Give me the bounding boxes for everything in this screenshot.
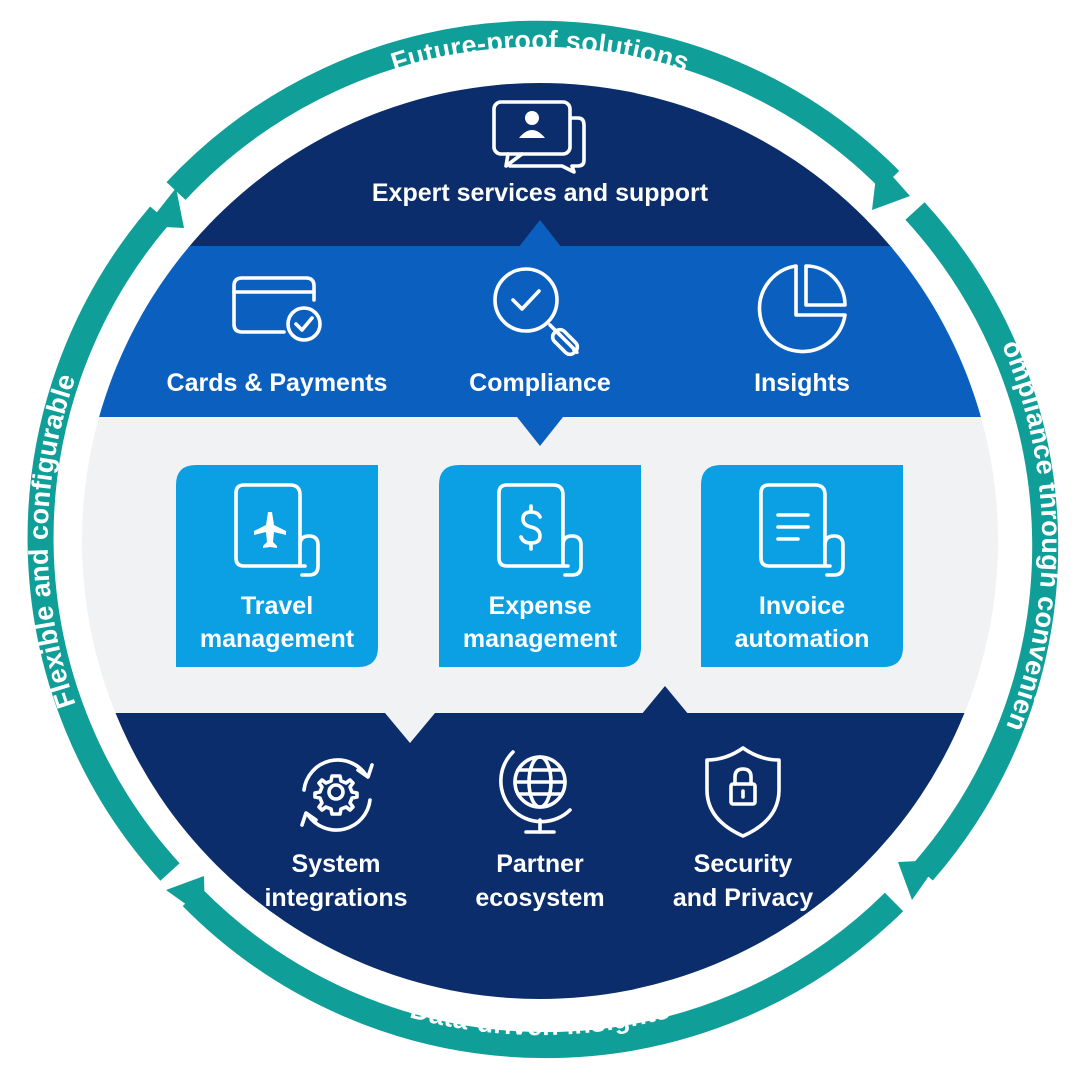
compliance-label: Compliance — [469, 369, 611, 397]
expert-services-section: Expert services and support — [372, 100, 709, 207]
invoice-label-line2: automation — [735, 625, 870, 653]
shield-lock-icon — [705, 746, 781, 838]
invoice-label-line1: Invoice — [759, 592, 845, 620]
travel-label-line1: Travel — [241, 592, 313, 620]
cards-payments-item: Cards & Payments — [167, 276, 388, 397]
outer-ring — [27, 20, 1059, 1059]
notch-middle — [517, 417, 563, 446]
expense-document-icon — [497, 483, 583, 577]
core-module-travel[interactable]: Travel management — [176, 465, 378, 667]
system-integrations-line1: System — [292, 850, 381, 878]
band-middle-blue — [82, 246, 998, 418]
security-privacy-line1: Security — [694, 850, 793, 878]
arrowhead-top-right — [872, 160, 910, 210]
insights-label: Insights — [754, 369, 850, 397]
ring-label-left: Flexible and configurable — [24, 370, 82, 712]
arrowhead-bottom-left — [166, 876, 205, 918]
expense-label-line1: Expense — [489, 592, 592, 620]
travel-label-line2: management — [200, 625, 355, 653]
ring-arrowheads — [146, 160, 940, 918]
system-integrations-line2: integrations — [264, 884, 407, 912]
core-module-invoice[interactable]: Invoice automation — [701, 465, 903, 667]
invoice-document-icon — [759, 483, 845, 577]
arrowhead-left-top — [146, 188, 184, 228]
gear-cycle-icon — [300, 758, 374, 832]
travel-document-icon — [234, 483, 320, 577]
chat-person-icon — [492, 100, 586, 174]
expert-services-label: Expert services and support — [372, 179, 709, 207]
partner-ecosystem-item: Partner ecosystem — [475, 750, 605, 912]
globe-icon — [499, 750, 572, 834]
security-privacy-line2: and Privacy — [673, 884, 813, 912]
insights-item: Insights — [754, 264, 850, 397]
expense-label-line2: management — [463, 625, 618, 653]
notch-bottom-right — [641, 686, 689, 715]
ring-segment-top — [166, 20, 900, 200]
notch-bottom-left — [385, 713, 435, 743]
ring-segment-bottom — [182, 887, 904, 1059]
ring-segment-left — [27, 206, 180, 881]
compliance-item: Compliance — [469, 267, 611, 397]
magnifier-check-icon — [493, 267, 580, 357]
pie-chart-icon — [757, 264, 847, 354]
core-module-expense[interactable]: Expense management — [439, 465, 641, 667]
security-privacy-item: Security and Privacy — [673, 746, 813, 912]
partner-ecosystem-line1: Partner — [496, 850, 584, 878]
notch-top — [518, 220, 562, 248]
arrowhead-right-bottom — [898, 860, 940, 900]
partner-ecosystem-line2: ecosystem — [475, 884, 604, 912]
ring-segment-right — [905, 202, 1059, 881]
card-check-icon — [232, 276, 322, 342]
system-integrations-item: System integrations — [264, 758, 408, 912]
cards-payments-label: Cards & Payments — [167, 369, 388, 397]
